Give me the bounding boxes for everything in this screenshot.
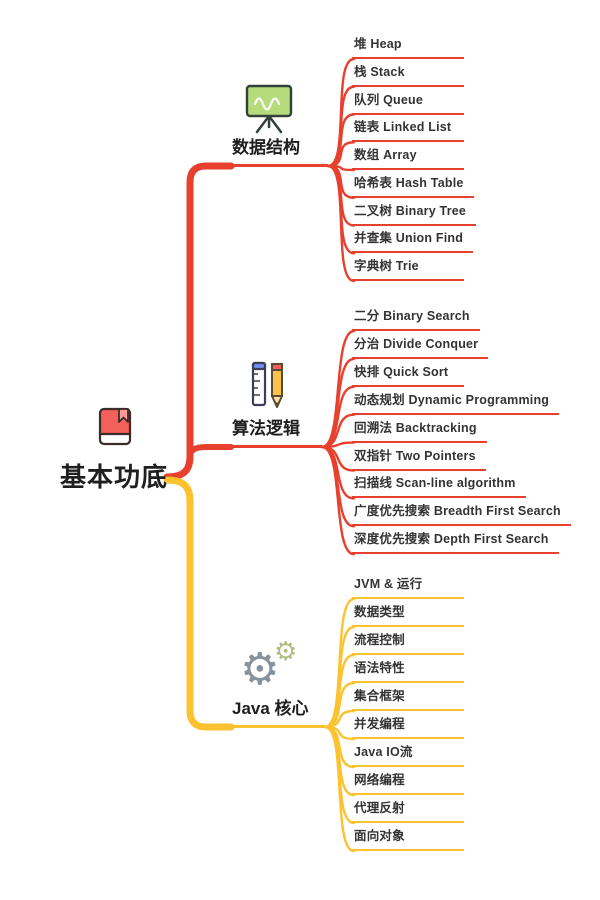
leaf-item[interactable]: 栈 Stack (352, 64, 464, 87)
connector-path (323, 725, 356, 853)
leaf-item[interactable]: 扫描线 Scan-line algorithm (352, 475, 526, 499)
leaf-item[interactable]: JVM & 运行 (352, 576, 464, 599)
leaf-item[interactable]: 语法特性 (352, 660, 464, 683)
connector-path (187, 444, 234, 459)
gears-icon: ⚙ ⚙ (240, 638, 302, 696)
chalkboard-icon (245, 84, 293, 134)
branch-data-structures[interactable]: 数据结构 (232, 137, 328, 167)
leaf-item[interactable]: 二分 Binary Search (352, 308, 480, 331)
root-node[interactable]: 基本功底 (60, 462, 169, 492)
connector-path (320, 445, 356, 556)
book-icon (98, 407, 132, 446)
branch-algorithms[interactable]: 算法逻辑 (232, 418, 322, 448)
leaf-item[interactable]: 数据类型 (352, 604, 464, 627)
leaf-item[interactable]: 流程控制 (352, 632, 464, 655)
leaf-item[interactable]: 深度优先搜索 Depth First Search (352, 531, 559, 555)
leaf-item[interactable]: 字典树 Trie (352, 258, 464, 281)
leaf-item[interactable]: 代理反射 (352, 800, 464, 823)
leaf-item[interactable]: 哈希表 Hash Table (352, 175, 474, 198)
leaf-item[interactable]: 双指针 Two Pointers (352, 448, 486, 471)
connector-path (163, 476, 235, 731)
gear-big-glyph: ⚙ (240, 645, 280, 694)
leaf-item[interactable]: Java IO流 (352, 744, 464, 767)
leaf-item[interactable]: 队列 Queue (352, 92, 464, 115)
leaf-item[interactable]: 并发编程 (352, 716, 464, 739)
connector-path (163, 162, 235, 481)
leaf-item[interactable]: 动态规划 Dynamic Programming (352, 392, 560, 415)
gear-small-glyph: ⚙ (274, 636, 298, 666)
leaf-item[interactable]: 回溯法 Backtracking (352, 420, 487, 443)
leaf-item[interactable]: 分治 Divide Conquer (352, 336, 489, 359)
leaf-item[interactable]: 广度优先搜索 Breadth First Search (352, 503, 571, 527)
leaf-item[interactable]: 并查集 Union Find (352, 230, 474, 254)
leaf-item[interactable]: 面向对象 (352, 828, 464, 851)
ruler-pencil-icon (251, 361, 283, 408)
leaf-item[interactable]: 链表 Linked List (352, 119, 464, 143)
leaf-item[interactable]: 快排 Quick Sort (352, 364, 464, 387)
leaf-item[interactable]: 二叉树 Binary Tree (352, 203, 477, 226)
branch-java-core[interactable]: Java 核心 (232, 698, 325, 728)
leaf-item[interactable]: 数组 Array (352, 147, 464, 170)
connector-path (326, 164, 356, 283)
leaf-item[interactable]: 集合框架 (352, 688, 464, 711)
leaf-item[interactable]: 堆 Heap (352, 36, 464, 59)
leaf-item[interactable]: 网络编程 (352, 772, 464, 795)
